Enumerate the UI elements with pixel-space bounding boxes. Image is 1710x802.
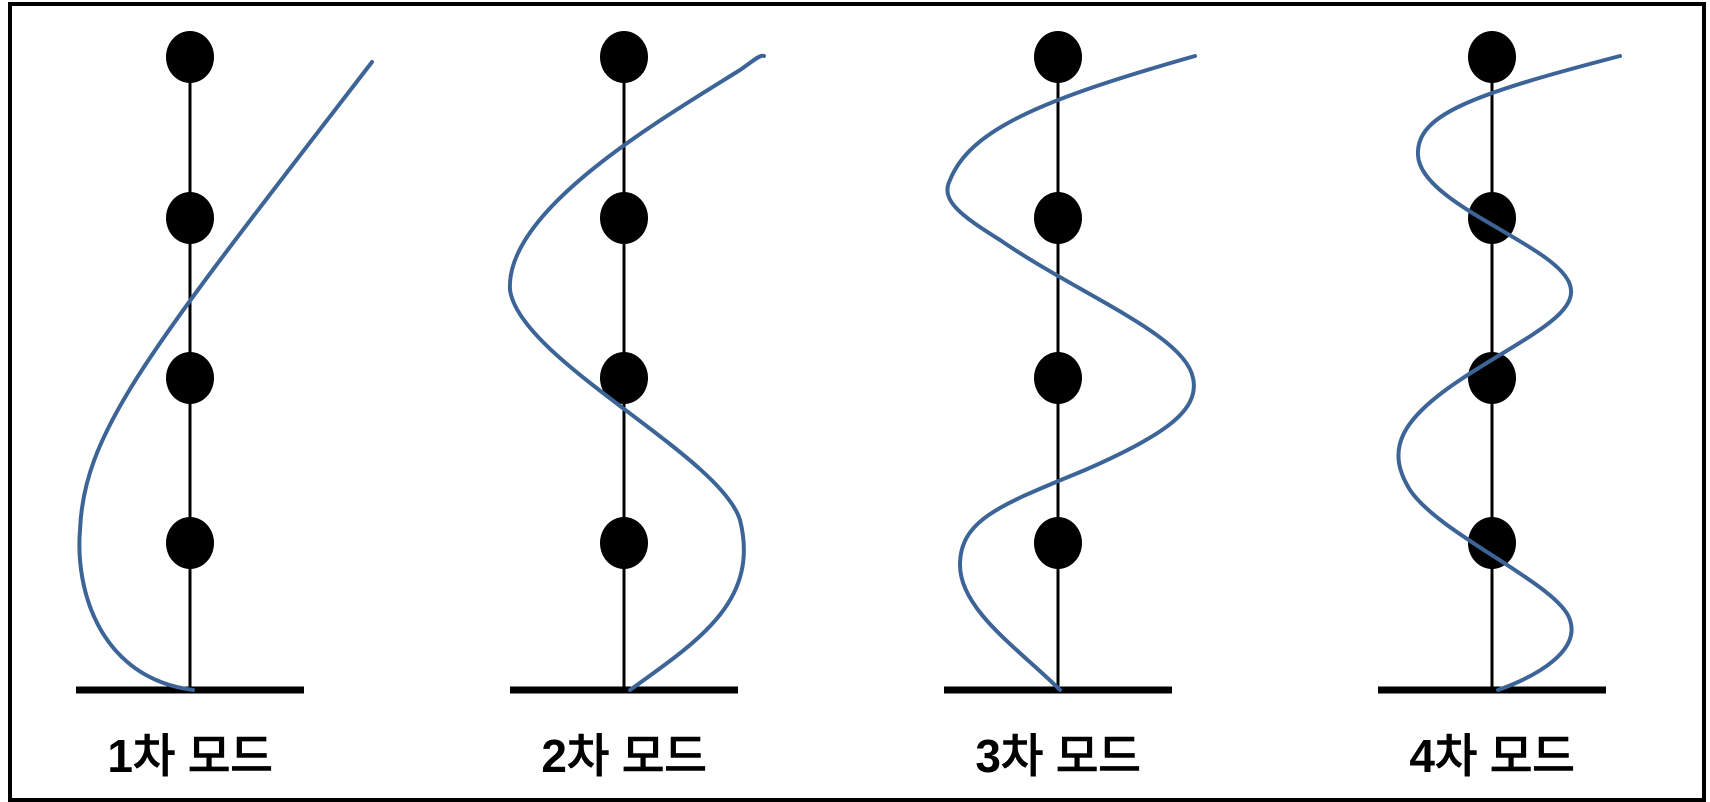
mode-2-mass-1 — [600, 517, 648, 569]
diagram-frame — [8, 2, 1706, 802]
mode-1-label: 1차 모드 — [107, 730, 272, 782]
mode-1-panel: 1차 모드 — [76, 31, 374, 782]
mode-3-label: 3차 모드 — [975, 730, 1140, 782]
mode-2-panel: 2차 모드 — [507, 31, 766, 782]
mode-3-shape-curve — [945, 54, 1197, 692]
mode-3-mass-1 — [1034, 517, 1082, 569]
mode-3-mass-3 — [1034, 192, 1082, 244]
mode-3-mass-2 — [1034, 352, 1082, 404]
mode-4-mass-4 — [1468, 31, 1516, 83]
mode-2-mass-4 — [600, 31, 648, 83]
mode-4-shape-curve — [1396, 54, 1622, 692]
mode-2-shape-curve — [507, 53, 766, 692]
mode-4-panel: 4차 모드 — [1378, 31, 1622, 782]
mode-2-label: 2차 모드 — [541, 730, 706, 782]
mode-3-mass-4 — [1034, 31, 1082, 83]
mode-1-mass-4 — [166, 31, 214, 83]
mode-2-mass-3 — [600, 192, 648, 244]
mode-1-mass-1 — [166, 517, 214, 569]
mode-4-mass-1 — [1468, 517, 1516, 569]
mode-3-panel: 3차 모드 — [944, 31, 1197, 782]
mode-4-label: 4차 모드 — [1409, 730, 1574, 782]
mode-1-shape-curve — [77, 60, 374, 692]
mode-2-mass-2 — [600, 352, 648, 404]
mode-1-mass-3 — [166, 192, 214, 244]
mode-1-mass-2 — [166, 352, 214, 404]
